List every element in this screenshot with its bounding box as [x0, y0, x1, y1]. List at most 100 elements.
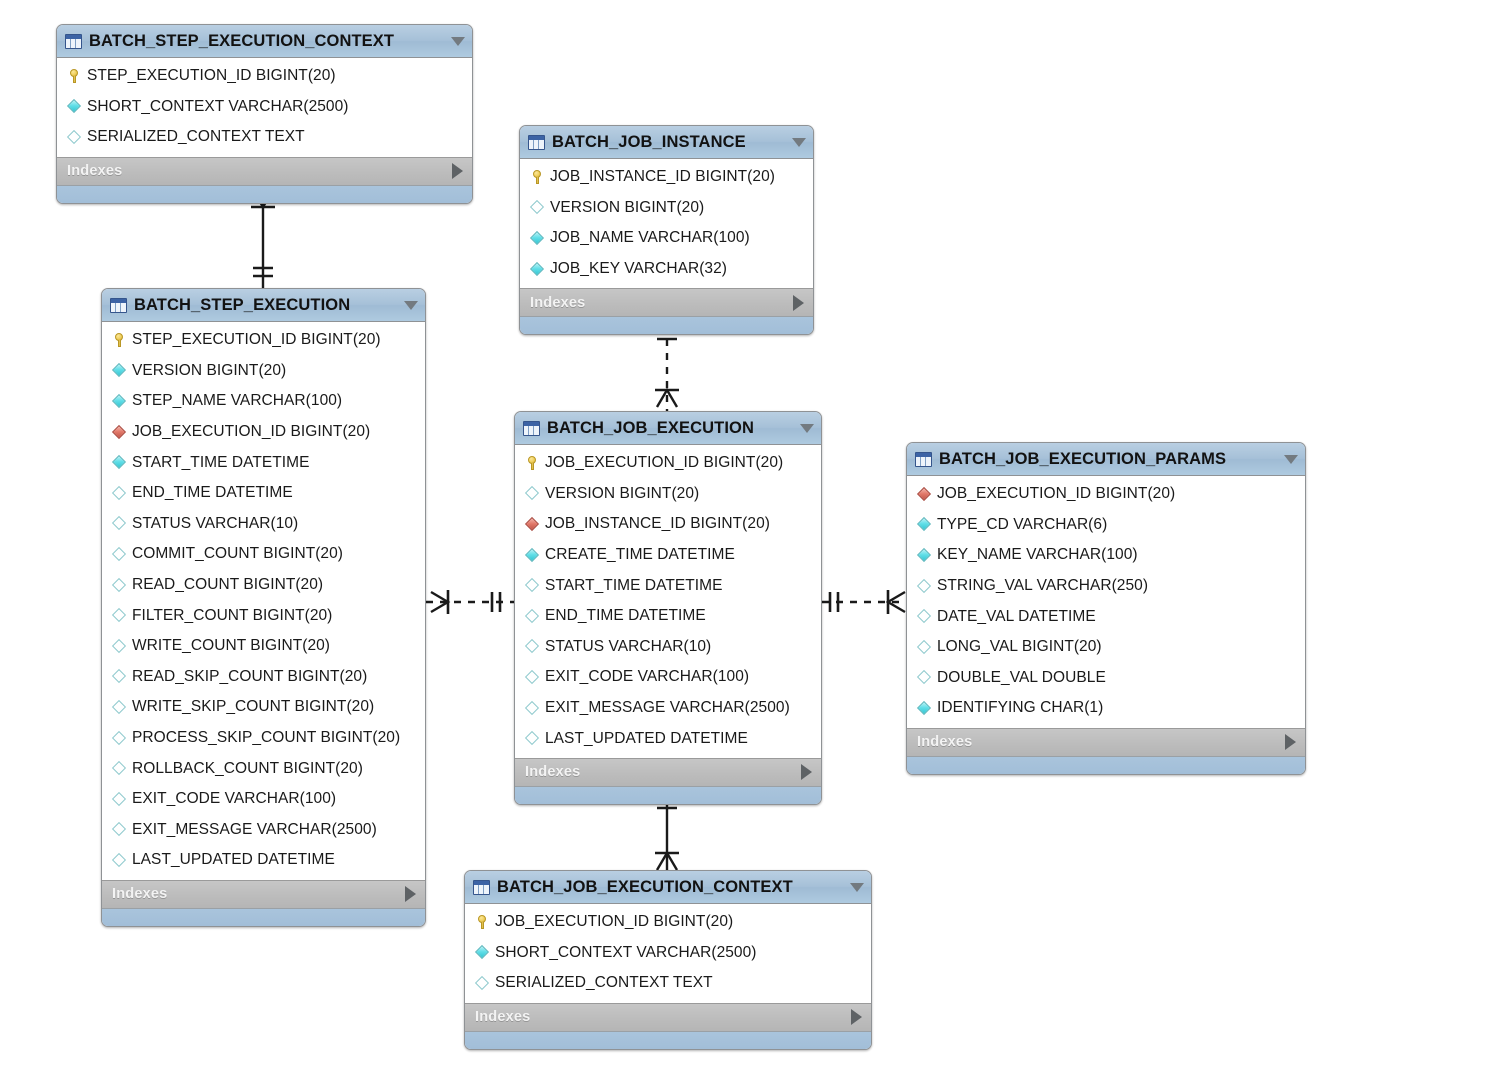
- chevron-right-icon[interactable]: [851, 1009, 862, 1026]
- column-row[interactable]: JOB_KEY VARCHAR(32): [520, 254, 813, 285]
- chevron-right-icon[interactable]: [452, 163, 463, 180]
- column-row[interactable]: IDENTIFYING CHAR(1): [907, 693, 1305, 724]
- nullable-column-icon: [524, 669, 540, 685]
- column-row[interactable]: EXIT_CODE VARCHAR(100): [102, 784, 425, 815]
- column-row[interactable]: VERSION BIGINT(20): [520, 193, 813, 224]
- column-row[interactable]: STEP_EXECUTION_ID BIGINT(20): [102, 325, 425, 356]
- column-row[interactable]: SHORT_CONTEXT VARCHAR(2500): [465, 938, 871, 969]
- chevron-down-icon[interactable]: [800, 423, 814, 433]
- column-row[interactable]: READ_SKIP_COUNT BIGINT(20): [102, 662, 425, 693]
- not-null-column-icon: [916, 517, 932, 533]
- column-row[interactable]: LONG_VAL BIGINT(20): [907, 632, 1305, 663]
- column-row[interactable]: SHORT_CONTEXT VARCHAR(2500): [57, 92, 472, 123]
- column-row[interactable]: READ_COUNT BIGINT(20): [102, 570, 425, 601]
- chevron-right-icon[interactable]: [405, 886, 416, 903]
- chevron-right-icon[interactable]: [793, 294, 804, 311]
- column-label: SERIALIZED_CONTEXT TEXT: [495, 974, 713, 992]
- column-row[interactable]: STATUS VARCHAR(10): [515, 632, 821, 663]
- column-label: SERIALIZED_CONTEXT TEXT: [87, 128, 305, 146]
- indexes-section[interactable]: Indexes: [907, 727, 1305, 756]
- indexes-section[interactable]: Indexes: [515, 757, 821, 786]
- column-row[interactable]: EXIT_MESSAGE VARCHAR(2500): [515, 693, 821, 724]
- nullable-column-icon: [111, 577, 127, 593]
- column-row[interactable]: END_TIME DATETIME: [515, 601, 821, 632]
- not-null-column-icon: [916, 700, 932, 716]
- column-label: EXIT_CODE VARCHAR(100): [132, 790, 337, 808]
- indexes-label: Indexes: [475, 1009, 531, 1026]
- entity-header[interactable]: BATCH_JOB_EXECUTION: [515, 412, 821, 445]
- column-label: KEY_NAME VARCHAR(100): [937, 546, 1138, 564]
- entity-header[interactable]: BATCH_JOB_EXECUTION_CONTEXT: [465, 871, 871, 904]
- column-row[interactable]: PROCESS_SKIP_COUNT BIGINT(20): [102, 723, 425, 754]
- chevron-right-icon[interactable]: [1285, 734, 1296, 751]
- indexes-section[interactable]: Indexes: [465, 1002, 871, 1031]
- column-row[interactable]: LAST_UPDATED DATETIME: [515, 723, 821, 754]
- column-row[interactable]: KEY_NAME VARCHAR(100): [907, 540, 1305, 571]
- entity-footer: [465, 1030, 871, 1049]
- column-row[interactable]: DATE_VAL DATETIME: [907, 601, 1305, 632]
- column-row[interactable]: TYPE_CD VARCHAR(6): [907, 510, 1305, 541]
- column-row[interactable]: JOB_EXECUTION_ID BIGINT(20): [102, 417, 425, 448]
- column-row[interactable]: VERSION BIGINT(20): [102, 356, 425, 387]
- column-label: EXIT_MESSAGE VARCHAR(2500): [545, 699, 790, 717]
- nullable-column-icon: [111, 822, 127, 838]
- column-row[interactable]: JOB_NAME VARCHAR(100): [520, 223, 813, 254]
- column-row[interactable]: LAST_UPDATED DATETIME: [102, 845, 425, 876]
- column-row[interactable]: DOUBLE_VAL DOUBLE: [907, 663, 1305, 694]
- column-row[interactable]: WRITE_COUNT BIGINT(20): [102, 631, 425, 662]
- column-row[interactable]: VERSION BIGINT(20): [515, 479, 821, 510]
- column-row[interactable]: STEP_NAME VARCHAR(100): [102, 386, 425, 417]
- nullable-column-icon: [111, 516, 127, 532]
- column-row[interactable]: EXIT_CODE VARCHAR(100): [515, 662, 821, 693]
- entity-header[interactable]: BATCH_JOB_INSTANCE: [520, 126, 813, 159]
- column-row[interactable]: FILTER_COUNT BIGINT(20): [102, 600, 425, 631]
- column-row[interactable]: SERIALIZED_CONTEXT TEXT: [465, 968, 871, 999]
- column-row[interactable]: ROLLBACK_COUNT BIGINT(20): [102, 753, 425, 784]
- chevron-down-icon[interactable]: [792, 137, 806, 147]
- column-row[interactable]: CREATE_TIME DATETIME: [515, 540, 821, 571]
- entity-header[interactable]: BATCH_STEP_EXECUTION: [102, 289, 425, 322]
- column-label: STRING_VAL VARCHAR(250): [937, 577, 1149, 595]
- column-row[interactable]: EXIT_MESSAGE VARCHAR(2500): [102, 815, 425, 846]
- column-row[interactable]: JOB_INSTANCE_ID BIGINT(20): [520, 162, 813, 193]
- column-row[interactable]: JOB_EXECUTION_ID BIGINT(20): [907, 479, 1305, 510]
- connector-job-instance-job-execution: [655, 325, 679, 411]
- nullable-column-icon: [111, 638, 127, 654]
- column-row[interactable]: END_TIME DATETIME: [102, 478, 425, 509]
- entity-header[interactable]: BATCH_JOB_EXECUTION_PARAMS: [907, 443, 1305, 476]
- column-row[interactable]: SERIALIZED_CONTEXT TEXT: [57, 122, 472, 153]
- column-row[interactable]: JOB_INSTANCE_ID BIGINT(20): [515, 509, 821, 540]
- column-row[interactable]: STATUS VARCHAR(10): [102, 509, 425, 540]
- chevron-right-icon[interactable]: [801, 764, 812, 781]
- primary-key-icon: [529, 169, 545, 185]
- column-label: CREATE_TIME DATETIME: [545, 546, 735, 564]
- primary-key-icon: [524, 455, 540, 471]
- indexes-section[interactable]: Indexes: [57, 156, 472, 185]
- nullable-column-icon: [916, 578, 932, 594]
- column-row[interactable]: JOB_EXECUTION_ID BIGINT(20): [515, 448, 821, 479]
- entity-header[interactable]: BATCH_STEP_EXECUTION_CONTEXT: [57, 25, 472, 58]
- indexes-section[interactable]: Indexes: [102, 879, 425, 908]
- column-row[interactable]: STEP_EXECUTION_ID BIGINT(20): [57, 61, 472, 92]
- column-row[interactable]: STRING_VAL VARCHAR(250): [907, 571, 1305, 602]
- column-label: JOB_EXECUTION_ID BIGINT(20): [132, 423, 371, 441]
- column-row[interactable]: WRITE_SKIP_COUNT BIGINT(20): [102, 692, 425, 723]
- column-row[interactable]: START_TIME DATETIME: [102, 447, 425, 478]
- chevron-down-icon[interactable]: [451, 36, 465, 46]
- chevron-down-icon[interactable]: [1284, 454, 1298, 464]
- chevron-down-icon[interactable]: [850, 882, 864, 892]
- column-row[interactable]: JOB_EXECUTION_ID BIGINT(20): [465, 907, 871, 938]
- foreign-key-icon: [524, 516, 540, 532]
- column-label: START_TIME DATETIME: [132, 453, 310, 471]
- column-row[interactable]: START_TIME DATETIME: [515, 570, 821, 601]
- column-row[interactable]: COMMIT_COUNT BIGINT(20): [102, 539, 425, 570]
- indexes-section[interactable]: Indexes: [520, 288, 813, 317]
- not-null-column-icon: [524, 547, 540, 563]
- chevron-down-icon[interactable]: [404, 300, 418, 310]
